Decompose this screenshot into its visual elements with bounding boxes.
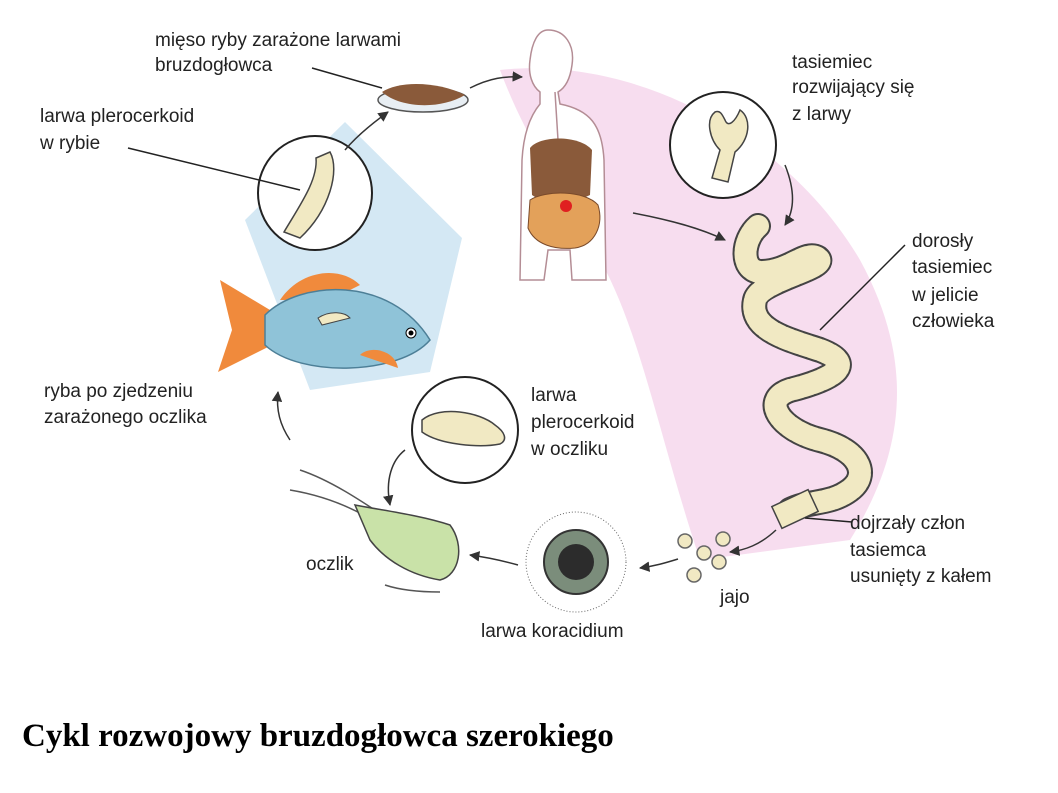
tapeworm-scolex-icon bbox=[708, 108, 749, 183]
caption: Cykl rozwojowy bruzdogłowca szerokiego bbox=[22, 718, 614, 754]
tapeworm-icon bbox=[732, 213, 873, 530]
coracidium-icon bbox=[525, 511, 627, 613]
larva-fish-circle bbox=[257, 135, 373, 251]
human-body-icon bbox=[519, 29, 607, 281]
fish-icon bbox=[218, 273, 431, 372]
leader-lines bbox=[127, 67, 906, 523]
label-copepod: oczlik bbox=[306, 554, 354, 575]
larva-icon bbox=[282, 151, 335, 239]
copepod-icon bbox=[289, 469, 460, 593]
plate-icon bbox=[377, 84, 469, 113]
egg-icon bbox=[677, 531, 731, 583]
larva-copepod-circle bbox=[411, 376, 519, 484]
cycle-arrows bbox=[271, 71, 795, 572]
label-egg: jajo bbox=[719, 587, 750, 608]
tapeworm-developing-circle bbox=[669, 91, 777, 199]
label-coracidium: larwa koracidium bbox=[481, 621, 624, 642]
